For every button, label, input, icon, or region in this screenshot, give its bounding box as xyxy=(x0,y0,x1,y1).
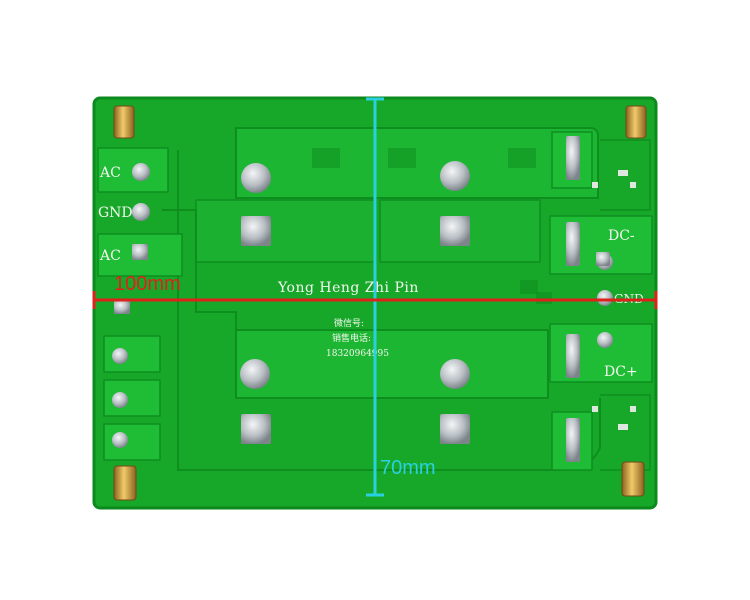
square-pad-lower-left xyxy=(241,414,271,444)
contact-line-1: 微信号: xyxy=(334,317,364,329)
square-pad-upper-mid xyxy=(440,216,470,246)
label-gnd-left: GND xyxy=(98,205,133,221)
copper-pour-bottom xyxy=(235,329,549,399)
standoff-bottom-right xyxy=(621,461,645,497)
square-pad-upper-left xyxy=(241,216,271,246)
height-dimension xyxy=(366,97,384,497)
pad-left-1 xyxy=(112,348,128,364)
round-pads xyxy=(112,161,613,448)
slot-pad-dc-plus xyxy=(566,334,580,378)
round-pad-top-mid xyxy=(440,161,470,191)
label-dc-plus: DC+ xyxy=(604,364,638,380)
pad-gnd-right xyxy=(597,290,613,306)
label-ac-bottom: AC xyxy=(99,248,121,264)
round-pad-bottom-mid xyxy=(440,359,470,389)
standoff-bottom-left xyxy=(113,465,137,501)
standoff-top-right xyxy=(625,105,647,139)
board-title: Yong Heng Zhi Pin xyxy=(277,280,419,296)
pad-ac-top xyxy=(132,163,150,181)
pad-left-3 xyxy=(112,432,128,448)
slot-pad-bottom-right xyxy=(566,418,580,462)
copper-pour-left xyxy=(162,209,237,330)
slot-pad-dc-minus xyxy=(566,222,580,266)
square-pad-left-edge xyxy=(114,300,130,314)
ac-pad-top-area xyxy=(97,147,169,193)
round-pad-bottom-left xyxy=(240,359,270,389)
square-pad-ac-bottom xyxy=(132,244,148,260)
slot-pad-top-right xyxy=(566,136,580,180)
elongated-pads xyxy=(566,136,580,462)
square-pads xyxy=(114,216,610,444)
contact-line-3: 18320964995 xyxy=(326,349,389,359)
square-pad-lower-mid xyxy=(440,414,470,444)
contact-line-2: 销售电话: xyxy=(332,332,371,344)
copper-pour-upper-left xyxy=(195,199,377,263)
label-dc-minus: DC- xyxy=(608,228,635,244)
height-label: 70mm xyxy=(380,457,436,479)
width-label: 100mm xyxy=(114,273,181,295)
smd-marks xyxy=(592,170,636,430)
pad-left-2 xyxy=(112,392,128,408)
pad-gnd-left xyxy=(132,203,150,221)
round-pad-top-left xyxy=(241,163,271,193)
copper-pour-top xyxy=(235,127,599,199)
width-dimension xyxy=(92,291,658,309)
standoff-top-left xyxy=(113,105,135,139)
label-ac-top: AC xyxy=(99,165,121,181)
square-pad-dc-minus-area xyxy=(596,252,610,266)
pad-dc-plus xyxy=(597,332,613,348)
